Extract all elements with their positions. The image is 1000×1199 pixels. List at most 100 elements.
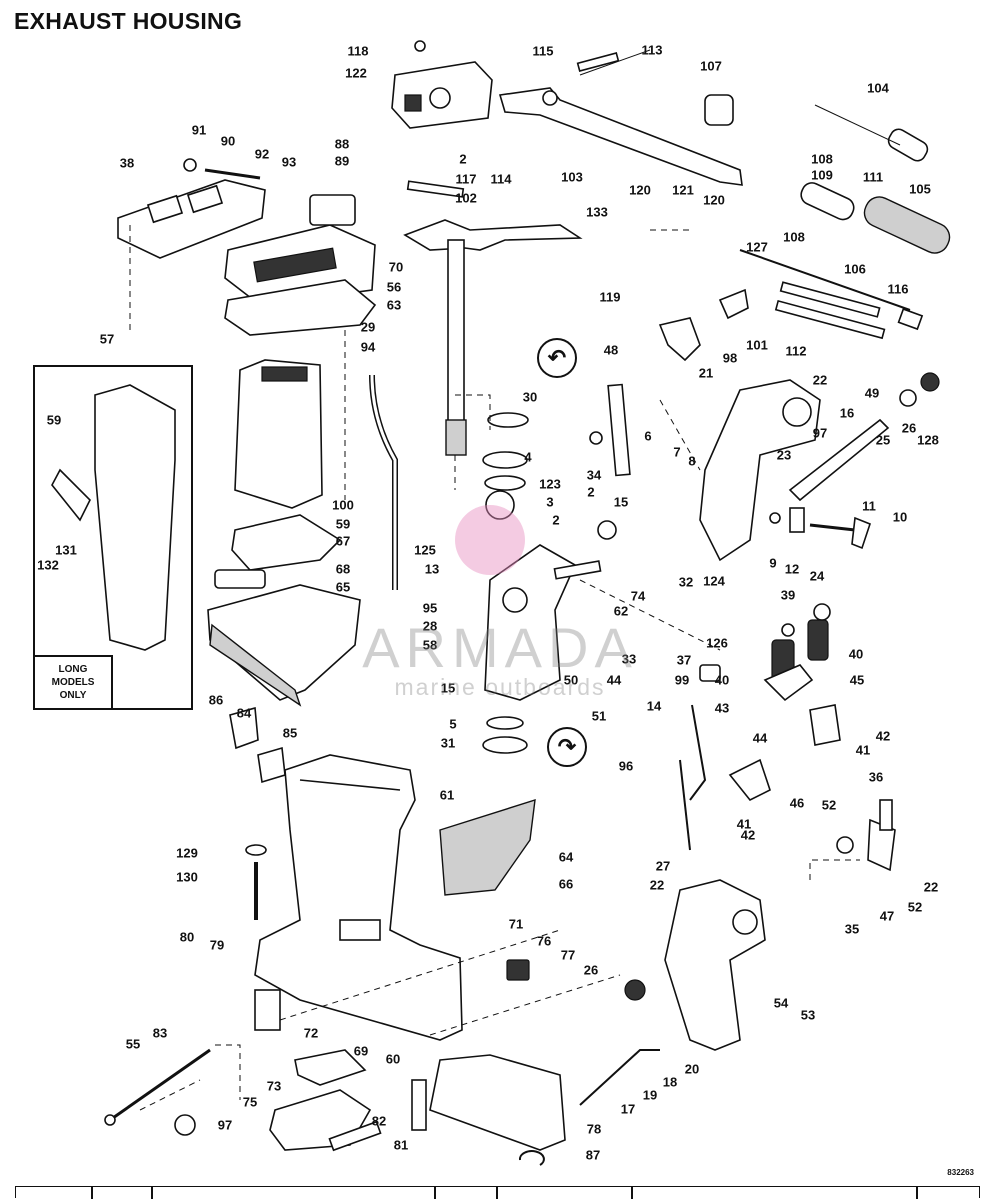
- callout-4: 4: [524, 449, 532, 464]
- callout-75: 75: [243, 1094, 257, 1109]
- callout-55: 55: [126, 1036, 140, 1051]
- callout-34: 34: [587, 467, 602, 482]
- stern-bracket-left: [624, 879, 766, 1051]
- callout-44: 44: [753, 730, 768, 745]
- callout-13: 13: [425, 561, 439, 576]
- callout-111: 111: [863, 169, 883, 184]
- assembly-leaders: [129, 225, 860, 1111]
- callout-97: 97: [813, 425, 827, 440]
- callout-86: 86: [209, 692, 223, 707]
- callout-124: 124: [703, 573, 725, 588]
- tiller-arm: [498, 49, 743, 186]
- callout-118: 118: [348, 43, 369, 58]
- callout-30: 30: [523, 389, 537, 404]
- callout-49: 49: [865, 385, 879, 400]
- callout-22: 22: [650, 877, 664, 892]
- callout-114: 114: [491, 171, 513, 186]
- callout-18: 18: [663, 1074, 677, 1089]
- steering-bracket: [391, 40, 493, 129]
- callout-101: 101: [746, 337, 768, 352]
- callout-90: 90: [221, 133, 235, 148]
- exhaust-tube: [214, 359, 342, 589]
- footer-table-edge: [15, 1186, 980, 1199]
- callout-22: 22: [924, 879, 938, 894]
- callout-91: 91: [192, 122, 206, 137]
- callout-42: 42: [876, 728, 890, 743]
- callout-108: 108: [811, 151, 833, 166]
- callout-105: 105: [909, 181, 931, 196]
- callout-54: 54: [774, 995, 789, 1010]
- small-fasteners: [174, 431, 896, 1166]
- callout-59: 59: [336, 516, 350, 531]
- callout-8: 8: [688, 453, 695, 468]
- callout-46: 46: [790, 795, 804, 810]
- callout-68: 68: [336, 561, 350, 576]
- callout-60: 60: [386, 1051, 400, 1066]
- callout-15: 15: [614, 494, 628, 509]
- callout-63: 63: [387, 297, 401, 312]
- callout-102: 102: [455, 190, 477, 205]
- callout-66: 66: [559, 876, 573, 891]
- callout-26: 26: [584, 962, 598, 977]
- exhaust-cover: [439, 799, 536, 896]
- callout-56: 56: [387, 279, 401, 294]
- callout-123: 123: [539, 476, 561, 491]
- callout-40: 40: [849, 646, 863, 661]
- callout-71: 71: [509, 916, 523, 931]
- rotate-arrow-icon: ↶: [537, 338, 577, 378]
- callout-93: 93: [282, 154, 296, 169]
- callout-6: 6: [644, 428, 651, 443]
- callout-128: 128: [917, 432, 939, 447]
- callout-27: 27: [656, 858, 670, 873]
- callout-119: 119: [600, 289, 621, 304]
- callout-17: 17: [621, 1101, 635, 1116]
- callout-41: 41: [856, 742, 870, 757]
- callout-103: 103: [561, 169, 583, 184]
- callout-92: 92: [255, 146, 269, 161]
- callout-50: 50: [564, 672, 578, 687]
- water-intake-cover: [269, 1049, 382, 1152]
- callout-121: 121: [672, 182, 694, 197]
- callout-74: 74: [631, 588, 646, 603]
- callout-2: 2: [552, 512, 559, 527]
- inset-long-tube: [51, 384, 176, 651]
- callout-127: 127: [746, 239, 768, 254]
- callout-37: 37: [677, 652, 691, 667]
- callout-7: 7: [673, 444, 680, 459]
- callout-20: 20: [685, 1061, 699, 1076]
- callout-28: 28: [423, 618, 437, 633]
- callout-2: 2: [459, 151, 466, 166]
- callout-88: 88: [335, 136, 349, 151]
- callout-25: 25: [876, 432, 890, 447]
- callout-94: 94: [361, 339, 376, 354]
- callout-40: 40: [715, 672, 729, 687]
- rotate-arrow-icon: ↷: [547, 727, 587, 767]
- callout-76: 76: [537, 933, 551, 948]
- callout-21: 21: [699, 365, 713, 380]
- callout-116: 116: [888, 281, 909, 296]
- callout-108: 108: [783, 229, 805, 244]
- callout-65: 65: [336, 579, 350, 594]
- callout-69: 69: [354, 1043, 368, 1058]
- tab-71: [506, 959, 530, 981]
- callout-10: 10: [893, 509, 907, 524]
- inset-frame: [33, 365, 193, 710]
- swivel-bracket: [482, 412, 602, 754]
- callout-52: 52: [822, 797, 836, 812]
- callout-62: 62: [614, 603, 628, 618]
- swivel-shaft: [403, 180, 583, 456]
- inset-note: LONG MODELS ONLY: [33, 655, 113, 710]
- callout-84: 84: [237, 705, 252, 720]
- callout-38: 38: [120, 155, 134, 170]
- callout-15: 15: [441, 680, 455, 695]
- callout-51: 51: [592, 708, 606, 723]
- callout-72: 72: [304, 1025, 318, 1040]
- callout-81: 81: [394, 1137, 408, 1152]
- twist-grip: [704, 94, 951, 254]
- callout-33: 33: [622, 651, 636, 666]
- page-title: EXHAUST HOUSING: [14, 8, 243, 34]
- callout-95: 95: [423, 600, 437, 615]
- figure-code: 832263: [947, 1168, 974, 1177]
- exhaust-adapter: [117, 158, 377, 336]
